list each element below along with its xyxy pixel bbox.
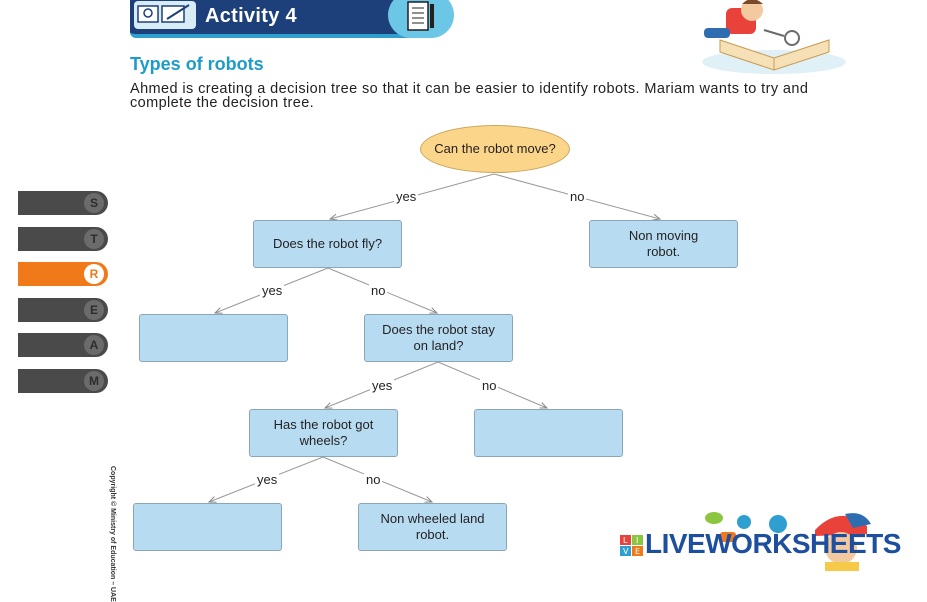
edge-label-yes: yes <box>255 472 280 487</box>
edge-label-no: no <box>369 283 388 298</box>
side-tab-letter: A <box>84 335 104 355</box>
edge-label-yes: yes <box>260 283 285 298</box>
side-tab-e[interactable]: E <box>18 298 108 322</box>
intro-paragraph: Ahmed is creating a decision tree so tha… <box>130 81 809 111</box>
wheels-question-node: Has the robot got wheels? <box>249 409 398 457</box>
answer-box-fly-yes[interactable] <box>139 314 288 362</box>
boy-reading-illustration <box>664 0 849 83</box>
tree-connectors <box>0 173 927 571</box>
svg-text:V: V <box>623 547 629 556</box>
side-tab-letter: E <box>84 300 104 320</box>
non-wheeled-robot-node: Non wheeled land robot. <box>358 503 507 551</box>
watermark-bubbles <box>700 510 810 555</box>
side-tab-r[interactable]: R <box>18 262 108 286</box>
fly-question-node: Does the robot fly? <box>253 220 402 268</box>
side-tab-letter: T <box>84 229 104 249</box>
edge-label-no: no <box>364 472 383 487</box>
edge-label-yes: yes <box>370 378 395 393</box>
edge-label-no: no <box>480 378 499 393</box>
edge-label-no: no <box>568 189 587 204</box>
svg-text:L: L <box>623 536 628 545</box>
svg-text:I: I <box>636 536 638 545</box>
lightbulb-pencil-icon <box>134 1 196 29</box>
svg-text:E: E <box>635 547 640 556</box>
answer-box-wheels-yes[interactable] <box>133 503 282 551</box>
side-tab-letter: S <box>84 193 104 213</box>
notebook-icon <box>388 0 454 38</box>
non-moving-robot-node: Non moving robot. <box>589 220 738 268</box>
watermark-logo: L I V E <box>620 535 644 562</box>
side-tab-m[interactable]: M <box>18 369 108 393</box>
side-tab-s[interactable]: S <box>18 191 108 215</box>
side-tab-letter: M <box>84 371 104 391</box>
section-title: Types of robots <box>130 54 264 74</box>
side-tab-a[interactable]: A <box>18 333 108 357</box>
side-tab-letter: R <box>84 264 104 284</box>
side-tab-t[interactable]: T <box>18 227 108 251</box>
watermark-text: LIVEWORKSHEETS <box>645 528 901 559</box>
edge-label-yes: yes <box>394 189 419 204</box>
land-question-node: Does the robot stay on land? <box>364 314 513 362</box>
activity-title: Activity 4 <box>205 5 297 27</box>
answer-box-land-no[interactable] <box>474 409 623 457</box>
root-question-node: Can the robot move? <box>420 125 570 173</box>
